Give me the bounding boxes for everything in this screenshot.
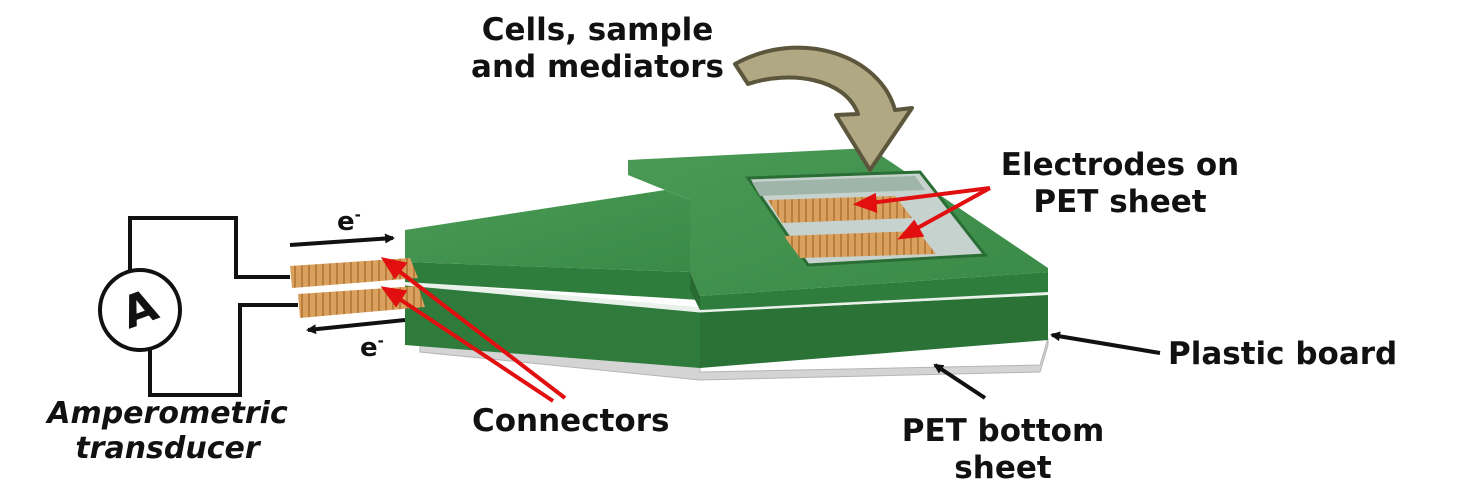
connector-upper (290, 258, 418, 288)
pet-bottom-label-line1: PET bottom (901, 413, 1105, 449)
electrodes-label-line1: Electrodes on (1000, 147, 1240, 183)
pet-bottom-label-line2: sheet (954, 449, 1052, 486)
plastic-board-pointer (1050, 331, 1161, 355)
electron-label-bottom: e- (360, 332, 384, 363)
electron-label-bottom-charge: - (377, 332, 384, 350)
upper-layer-head-front (700, 272, 1048, 310)
electron-label-top-base: e (337, 207, 355, 237)
connectors-label: Connectors (472, 403, 670, 439)
upper-layer-arm-top (405, 190, 690, 272)
connector-pointers (380, 257, 567, 403)
electrode-lower (784, 231, 936, 258)
electron-label-top-charge: - (354, 206, 361, 224)
electron-label-top: e- (337, 206, 361, 237)
sample-curved-arrow (733, 45, 914, 172)
well-inner-shadow (752, 176, 925, 196)
upper-layer-arm-front-edge (690, 272, 700, 310)
ammeter-circle (98, 268, 182, 352)
lower-layer-right-side (700, 295, 1048, 368)
circuit-wire-bottom (148, 303, 298, 397)
transducer-circuit (98, 216, 298, 397)
electron-arrow-top (289, 233, 395, 247)
pet-bottom-label: PET bottom sheet (898, 413, 1108, 486)
cells-sample-label-line2: and mediators (471, 48, 724, 85)
cells-sample-label-line1: Cells, sample (481, 12, 714, 48)
transducer-label: Amperometric transducer (30, 396, 305, 467)
pet-bottom-pointer (933, 363, 987, 400)
electron-arrow-bottom (306, 318, 406, 335)
electron-label-bottom-base: e (360, 333, 378, 363)
upper-layer-arm-side (405, 262, 700, 300)
ammeter-symbol: A (115, 280, 164, 340)
electrode-pointers (852, 186, 991, 240)
circuit-wire-top (128, 216, 290, 279)
cells-sample-label: Cells, sample and mediators (470, 12, 725, 85)
transducer-label-line2: transducer (75, 431, 260, 467)
electrodes-label-line2: PET sheet (1033, 183, 1207, 220)
plastic-board-label: Plastic board (1168, 336, 1398, 372)
transducer-label-line1: Amperometric (47, 396, 288, 431)
electrodes-label: Electrodes on PET sheet (995, 147, 1245, 220)
